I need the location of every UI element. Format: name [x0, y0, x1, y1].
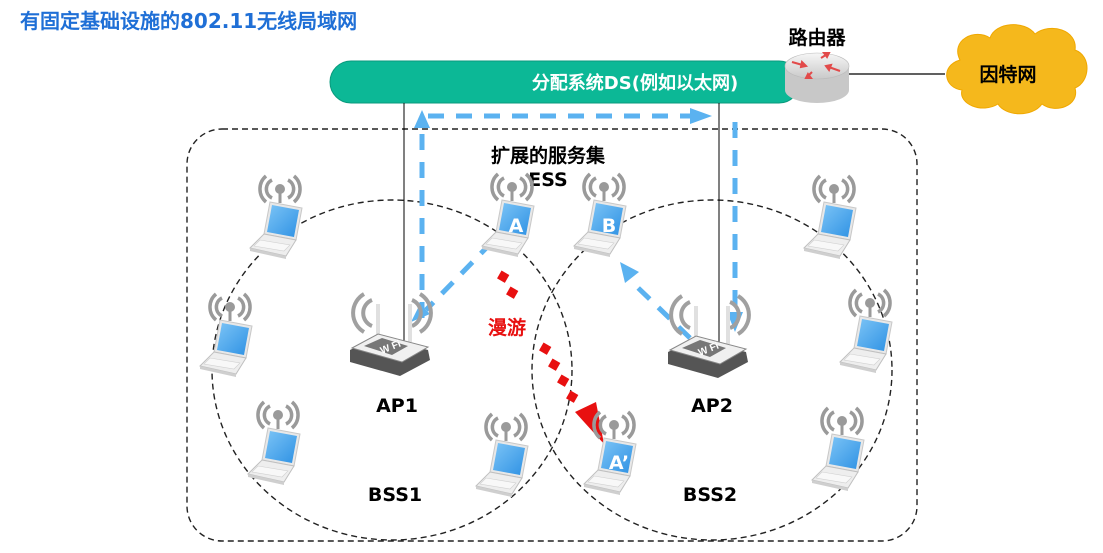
- ess-boundary: [186, 128, 918, 542]
- router-icon: [784, 52, 850, 103]
- ap2-label: AP2: [691, 395, 733, 417]
- frame-forward-path: [419, 113, 738, 340]
- station-a-label: A: [509, 215, 524, 237]
- ess-label: 扩展的服务集: [491, 144, 606, 167]
- cloud-icon: [946, 24, 1088, 115]
- ap1-device: [348, 292, 433, 378]
- roaming-label: 漫游: [488, 316, 526, 339]
- bss1-boundary: [211, 199, 573, 541]
- station-b-laptop-icon: [572, 172, 628, 259]
- bss2-boundary: [531, 199, 893, 541]
- ap2-device: [666, 294, 751, 380]
- frame-arrowheads: [411, 108, 743, 332]
- laptop-icon: [246, 400, 302, 487]
- bss1-label: BSS1: [368, 484, 422, 506]
- roaming-path: [497, 270, 604, 444]
- laptop-icon: [198, 292, 254, 379]
- ap1-label: AP1: [376, 395, 418, 417]
- laptop-icon: [248, 174, 304, 261]
- station-a-prime-label: A’: [609, 452, 629, 474]
- router-label: 路由器: [788, 26, 846, 49]
- laptop-icon: [810, 406, 866, 493]
- laptop-icon: [474, 412, 530, 499]
- internet-label: 因特网: [979, 64, 1036, 86]
- page-title: 有固定基础设施的802.11无线局域网: [20, 9, 358, 33]
- bss2-label: BSS2: [683, 484, 737, 506]
- distribution-system-label: 分配系统DS(例如以太网): [532, 72, 738, 94]
- laptop-icon: [838, 288, 894, 375]
- station-b-label: B: [602, 215, 616, 237]
- laptop-icon: [802, 174, 858, 261]
- ess-abbrev: ESS: [528, 169, 568, 191]
